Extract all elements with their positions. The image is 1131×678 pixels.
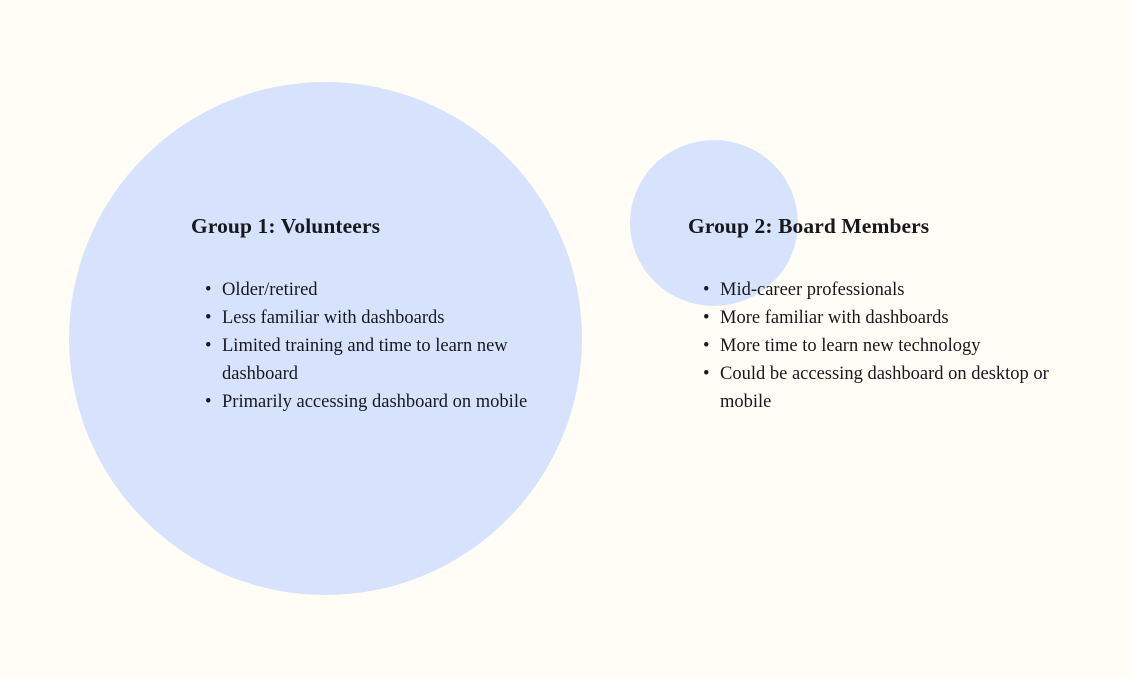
- group-2-bullet-list: • Mid-career professionals • More famili…: [703, 276, 1063, 416]
- list-item: • More familiar with dashboards: [703, 304, 1063, 332]
- list-item: • Primarily accessing dashboard on mobil…: [205, 388, 561, 416]
- group-2-circle-shape: [630, 140, 798, 306]
- list-item-label: Mid-career professionals: [720, 280, 905, 300]
- group-1-text-block: Group 1: Volunteers • Older/retired • Le…: [191, 212, 561, 416]
- group-1-title: Group 1: Volunteers: [191, 214, 381, 238]
- list-item: • More time to learn new technology: [703, 332, 1063, 360]
- group-1-circle-shape: [69, 82, 582, 595]
- list-item-label: Could be accessing dashboard on desktop …: [720, 364, 1049, 412]
- list-item-label: Limited training and time to learn new d…: [222, 336, 508, 384]
- group-2-text-block: Group 2: Board Members • Mid-career prof…: [688, 212, 1063, 416]
- bullet-icon: •: [205, 392, 212, 412]
- bullet-icon: •: [205, 336, 212, 356]
- bullet-icon: •: [205, 308, 212, 328]
- bullet-icon: •: [703, 364, 710, 384]
- list-item: • Limited training and time to learn new…: [205, 332, 561, 388]
- group-2-title: Group 2: Board Members: [688, 214, 930, 238]
- group-1-bullet-list: • Older/retired • Less familiar with das…: [205, 276, 561, 416]
- bullet-icon: •: [703, 280, 710, 300]
- list-item-label: More time to learn new technology: [720, 336, 981, 356]
- list-item: • Less familiar with dashboards: [205, 304, 561, 332]
- list-item: • Could be accessing dashboard on deskto…: [703, 360, 1063, 416]
- list-item-label: More familiar with dashboards: [720, 308, 949, 328]
- list-item-label: Primarily accessing dashboard on mobile: [222, 392, 528, 412]
- bullet-icon: •: [703, 308, 710, 328]
- list-item: • Mid-career professionals: [703, 276, 1063, 304]
- list-item-label: Older/retired: [222, 280, 318, 300]
- list-item-label: Less familiar with dashboards: [222, 308, 445, 328]
- bullet-icon: •: [205, 280, 212, 300]
- bullet-icon: •: [703, 336, 710, 356]
- list-item: • Older/retired: [205, 276, 561, 304]
